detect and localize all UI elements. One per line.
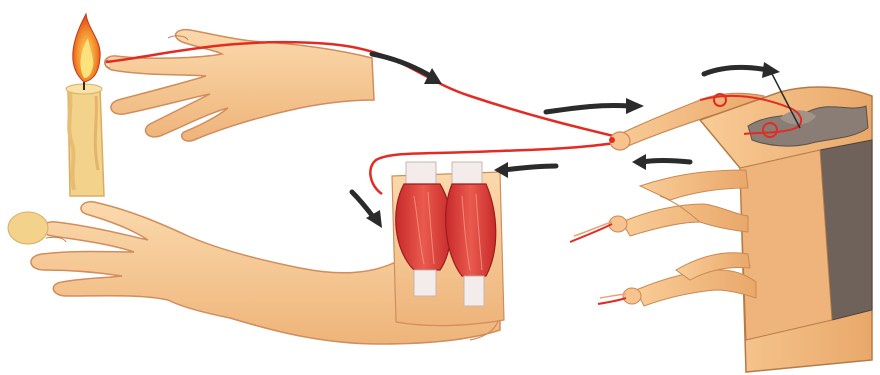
flame-icon xyxy=(73,14,100,90)
arrow-motor-2 xyxy=(494,162,556,178)
candle-icon xyxy=(66,84,104,196)
arrow-sensory-1 xyxy=(372,54,442,84)
spinal-nerve-root-middle xyxy=(570,170,748,242)
arrow-sensory-2 xyxy=(546,98,644,114)
arrow-motor-1 xyxy=(632,154,690,170)
arrow-cord-top xyxy=(704,62,780,78)
spinal-nerve-root-lower xyxy=(598,253,756,306)
arrow-muscle xyxy=(352,192,382,228)
upper-hand-icon xyxy=(105,30,374,141)
